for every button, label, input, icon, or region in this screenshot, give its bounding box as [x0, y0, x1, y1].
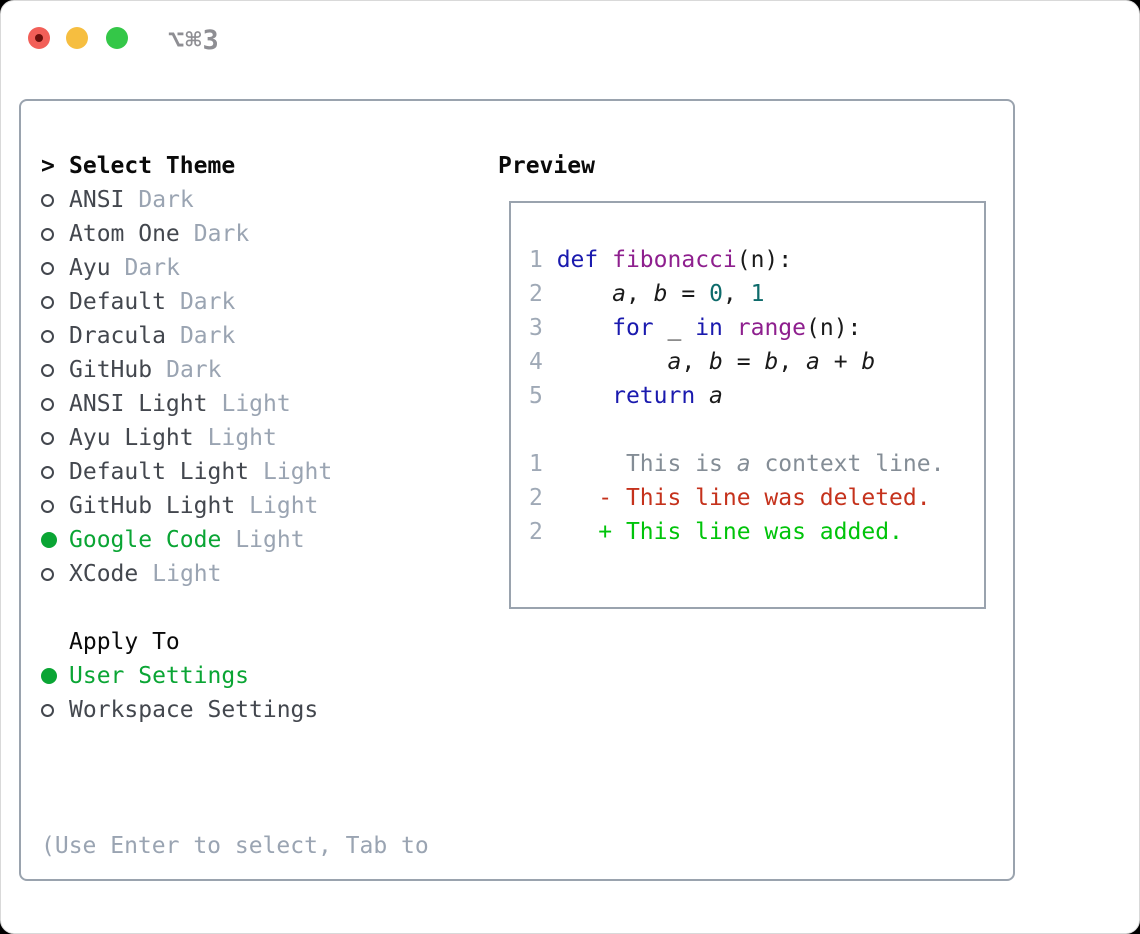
- option-label: Dracula: [69, 323, 166, 349]
- radio-icon: [41, 295, 69, 309]
- option-variant-label: Light: [249, 493, 319, 519]
- option-variant-label: Dark: [138, 187, 194, 213]
- option-label: Default Light: [69, 459, 250, 485]
- theme-item-xcode[interactable]: XCode Light: [41, 557, 481, 591]
- radio-icon: [41, 465, 69, 479]
- theme-item-google-code[interactable]: Google Code Light: [41, 523, 481, 557]
- option-label: Atom One: [69, 221, 180, 247]
- option-label: Ayu: [69, 255, 111, 281]
- radio-icon: [41, 193, 69, 207]
- option-label: ANSI: [69, 187, 125, 213]
- preview-line: [529, 413, 984, 447]
- radio-icon: [41, 397, 69, 411]
- option-variant-label: Light: [152, 561, 222, 587]
- option-label: XCode: [69, 561, 139, 587]
- radio-selected-icon: [41, 668, 69, 684]
- preview-line: 1 def fibonacci(n):: [529, 247, 793, 273]
- option-variant-label: Dark: [193, 221, 250, 247]
- preview-line: 5 return a: [529, 383, 723, 409]
- radio-selected-icon: [41, 532, 69, 548]
- theme-item-default[interactable]: Default Dark: [41, 285, 481, 319]
- theme-item-ansi[interactable]: ANSI Dark: [41, 183, 481, 217]
- radio-icon: [41, 329, 69, 343]
- option-label: Workspace Settings: [69, 697, 319, 723]
- titlebar: ⌥⌘3: [1, 1, 1139, 98]
- option-variant-label: Light: [263, 459, 333, 485]
- theme-item-atom-one[interactable]: Atom One Dark: [41, 217, 481, 251]
- apply-to-header: Apply To: [41, 625, 481, 659]
- option-variant-label: Dark: [124, 255, 180, 281]
- theme-item-ayu-light[interactable]: Ayu Light Light: [41, 421, 481, 455]
- theme-item-ayu[interactable]: Ayu Dark: [41, 251, 481, 285]
- maximize-button[interactable]: [106, 27, 128, 49]
- option-variant-label: Dark: [166, 357, 222, 383]
- theme-item-dracula[interactable]: Dracula Dark: [41, 319, 481, 353]
- radio-icon: [41, 363, 69, 377]
- close-button[interactable]: [28, 27, 50, 49]
- window-title: ⌥⌘3: [168, 25, 220, 56]
- option-label: Google Code: [69, 527, 222, 553]
- select-theme-header: > Select Theme: [41, 149, 481, 183]
- theme-item-ansi-light[interactable]: ANSI Light Light: [41, 387, 481, 421]
- preview-line: 2 + This line was added.: [529, 519, 903, 545]
- option-variant-label: Dark: [179, 289, 236, 315]
- option-variant-label: Light: [221, 391, 291, 417]
- theme-list-title: Select Theme: [69, 153, 236, 179]
- hint-line-1: (Use Enter to select, Tab to: [41, 833, 429, 859]
- preview-line: 1 This is a context line.: [529, 451, 945, 477]
- radio-icon: [41, 499, 69, 513]
- preview-line: 2 a, b = 0, 1: [529, 281, 765, 307]
- preview-box: 1 def fibonacci(n): 2 a, b = 0, 1 3 for _ …: [509, 201, 986, 609]
- option-variant-label: Dark: [179, 323, 236, 349]
- preview-code: 1 def fibonacci(n): 2 a, b = 0, 1 3 for _ …: [529, 243, 984, 549]
- preview-line: 2 - This line was deleted.: [529, 485, 931, 511]
- spacer: [41, 591, 481, 625]
- close-dot-icon: [35, 34, 43, 42]
- option-label: User Settings: [69, 663, 250, 689]
- preview-title: Preview: [498, 153, 595, 179]
- theme-item-default-light[interactable]: Default Light Light: [41, 455, 481, 489]
- apply-item-workspace-settings[interactable]: Workspace Settings: [41, 693, 481, 727]
- apply-item-user-settings[interactable]: User Settings: [41, 659, 481, 693]
- apply-to-title: Apply To: [69, 629, 180, 655]
- option-label: GitHub: [69, 357, 153, 383]
- radio-icon: [41, 567, 69, 581]
- spacer: [41, 727, 481, 761]
- theme-item-github[interactable]: GitHub Dark: [41, 353, 481, 387]
- minimize-button[interactable]: [66, 27, 88, 49]
- option-label: Ayu Light: [69, 425, 194, 451]
- hint-text: (Use Enter to select, Tab to change focu…: [41, 761, 481, 933]
- preview-line: 4 a, b = b, a + b: [529, 349, 876, 375]
- option-variant-label: Light: [235, 527, 305, 553]
- cursor-icon: >: [41, 153, 55, 179]
- option-label: GitHub Light: [69, 493, 236, 519]
- option-label: ANSI Light: [69, 391, 208, 417]
- option-label: Default: [69, 289, 166, 315]
- theme-item-github-light[interactable]: GitHub Light Light: [41, 489, 481, 523]
- radio-icon: [41, 431, 69, 445]
- radio-icon: [41, 261, 69, 275]
- option-variant-label: Light: [207, 425, 277, 451]
- preview-line: 3 for _ in range(n):: [529, 315, 862, 341]
- radio-icon: [41, 703, 69, 717]
- radio-icon: [41, 227, 69, 241]
